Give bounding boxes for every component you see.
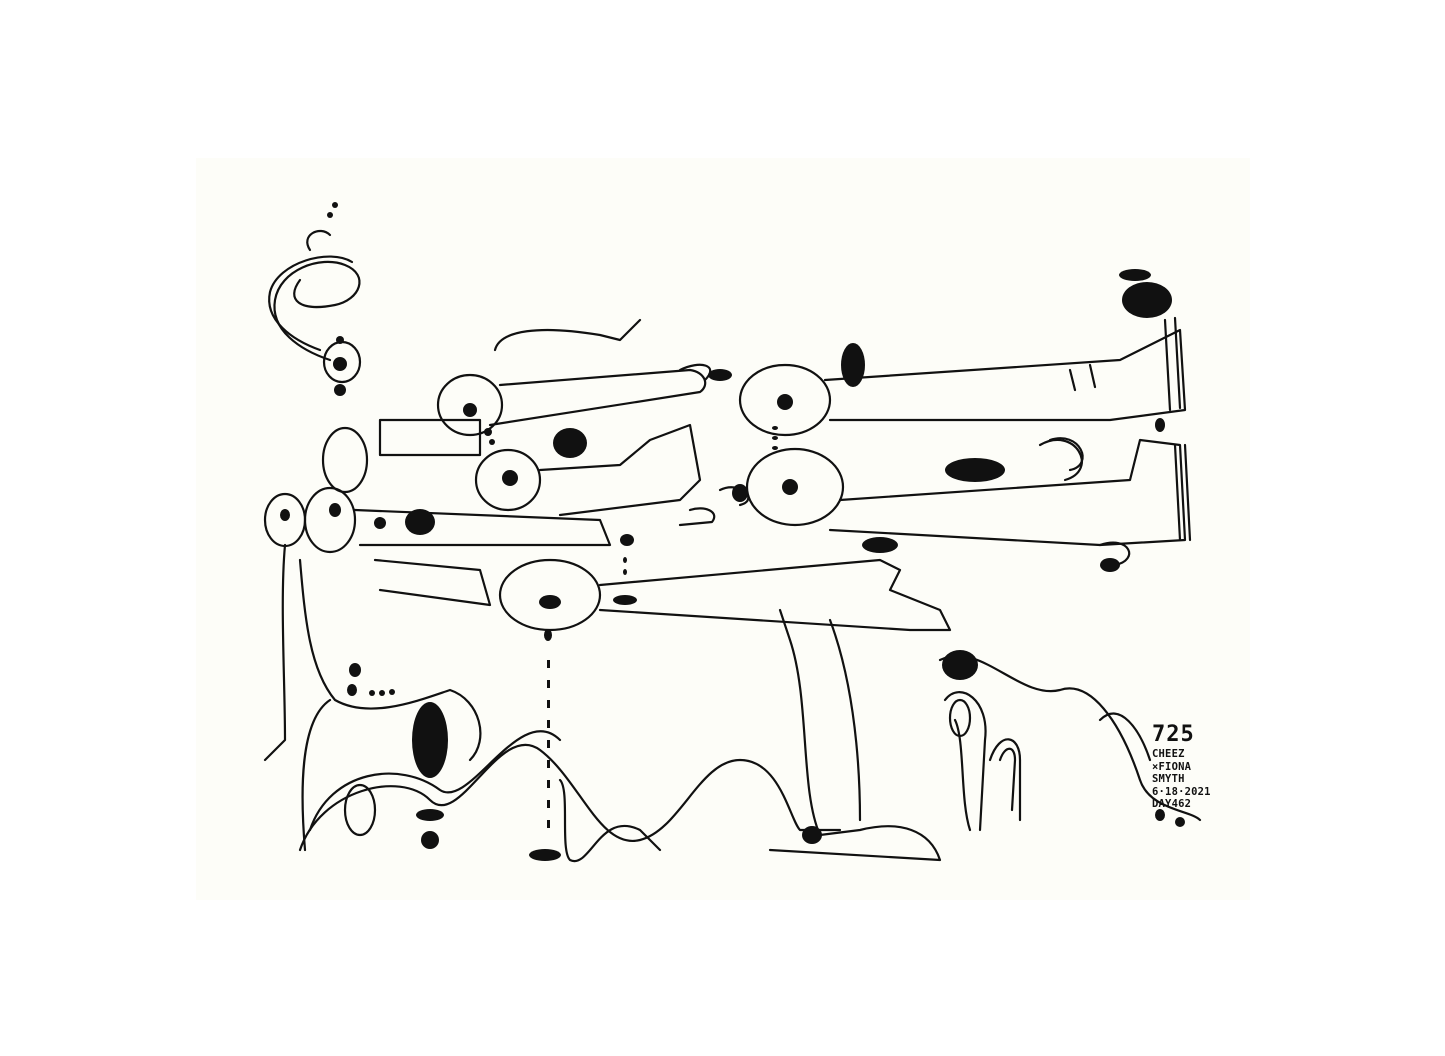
drawing-number: 725 [1152, 722, 1195, 747]
ink-blob [333, 357, 347, 371]
signature-line: SMYTH [1152, 773, 1185, 785]
wavy-ground [298, 743, 842, 852]
body-tube [488, 368, 707, 427]
s-tube [273, 260, 361, 362]
artist-signature: 725 CHEEZ ×FIONA SMYTH 6·18·2021 DAY462 [1152, 724, 1232, 812]
signature-line: CHEEZ [1152, 748, 1185, 760]
signature-line: ×FIONA [1152, 760, 1192, 773]
signature-day: DAY462 [1152, 798, 1192, 810]
signature-date: 6·18·2021 [1152, 785, 1211, 798]
